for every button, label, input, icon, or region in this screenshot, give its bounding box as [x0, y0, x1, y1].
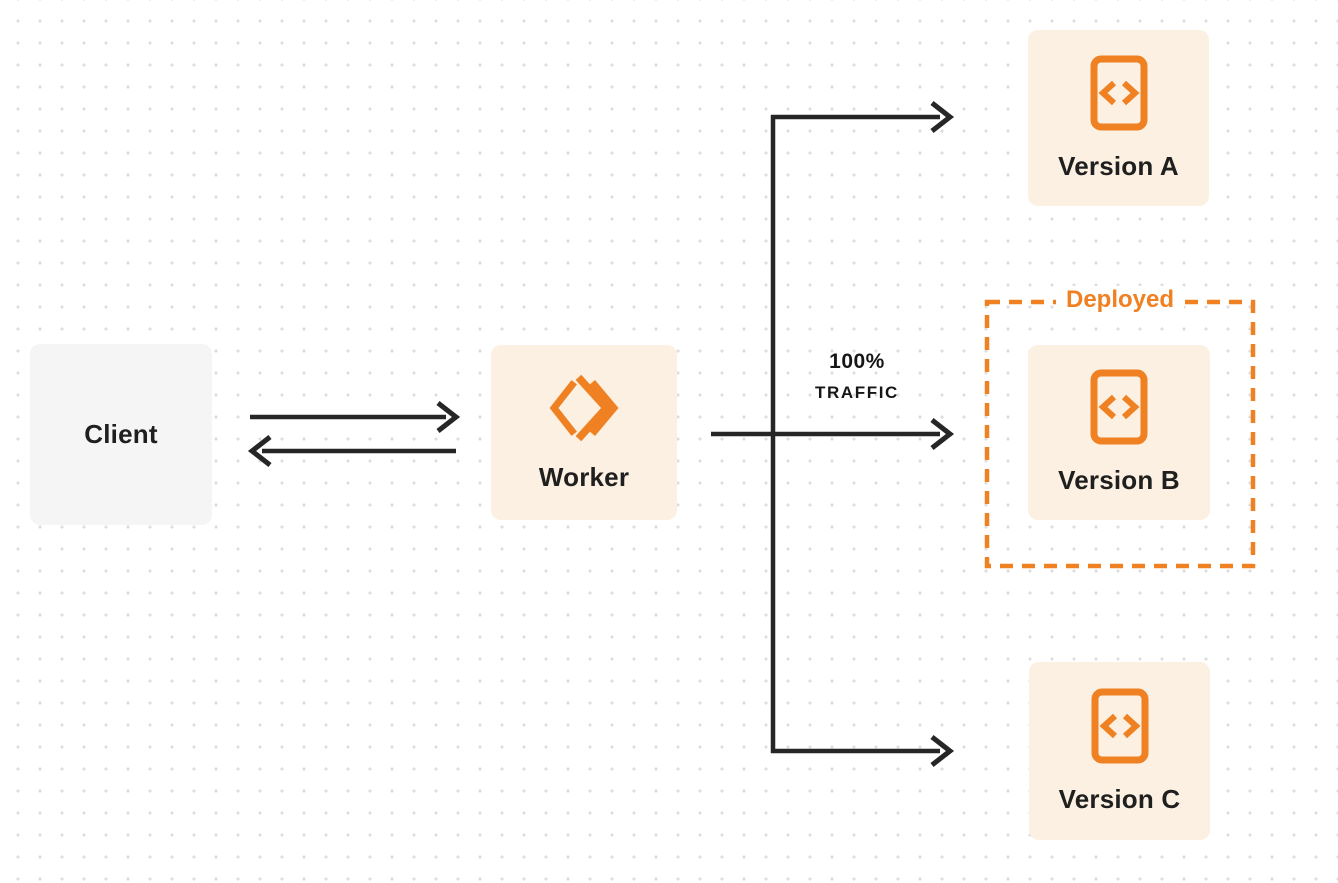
node-worker: Worker — [491, 345, 677, 520]
arrowhead-right-icon — [930, 735, 955, 767]
node-version-a: Version A — [1028, 30, 1209, 206]
traffic-annotation: 100% TRAFFIC — [787, 350, 927, 403]
client-label: Client — [84, 419, 158, 449]
worker-label: Worker — [538, 462, 630, 492]
version-a-label: Version A — [1058, 150, 1179, 181]
code-file-icon — [1090, 369, 1148, 445]
node-client: Client — [30, 344, 212, 525]
traffic-word-text: TRAFFIC — [815, 383, 899, 402]
node-version-b: Version B — [1028, 345, 1210, 520]
cloudflare-workers-logo-icon — [545, 372, 623, 444]
arrowhead-right-icon — [930, 101, 955, 133]
arrowhead-right-icon — [436, 401, 461, 433]
arrowhead-right-icon — [930, 418, 955, 450]
arrowhead-left-icon — [247, 435, 272, 467]
version-b-label: Version B — [1058, 465, 1180, 495]
traffic-percent-text: 100% — [829, 350, 885, 373]
node-version-c: Version C — [1029, 662, 1210, 840]
code-file-icon — [1091, 688, 1149, 764]
code-file-icon — [1090, 55, 1148, 131]
version-c-label: Version C — [1058, 783, 1181, 814]
